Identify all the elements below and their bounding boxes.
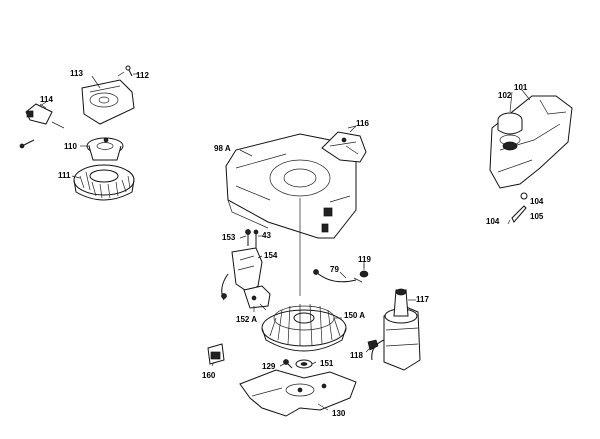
bracket-152a xyxy=(243,285,271,311)
flywheel-150a xyxy=(261,303,347,352)
label-154: 154 xyxy=(264,251,278,260)
label-104-left: 104 xyxy=(486,217,500,226)
nut-118 xyxy=(367,339,379,351)
screw-112 xyxy=(125,65,138,77)
label-112: 112 xyxy=(136,71,149,80)
label-117: 117 xyxy=(416,295,429,304)
label-102: 102 xyxy=(498,91,512,100)
nut-119 xyxy=(359,262,369,278)
part-160 xyxy=(207,343,225,365)
label-119: 119 xyxy=(358,255,371,264)
label-98a: 98 A xyxy=(214,144,231,153)
starter-motor-117 xyxy=(371,288,421,371)
label-118: 118 xyxy=(350,351,363,360)
screw-153 xyxy=(245,229,251,246)
starter-cover-116 xyxy=(321,125,367,163)
label-150a: 150 A xyxy=(344,311,365,320)
wire-79 xyxy=(313,269,363,283)
label-153: 153 xyxy=(222,233,236,242)
label-104-right: 104 xyxy=(530,197,544,206)
base-plate-130 xyxy=(239,369,357,417)
label-114: 114 xyxy=(40,95,53,104)
fastener-near-114 xyxy=(19,139,35,149)
label-151: 151 xyxy=(320,359,334,368)
washer-151 xyxy=(295,359,313,369)
label-105: 105 xyxy=(530,212,544,221)
ignition-armature-154 xyxy=(221,247,263,301)
clip-104-105 xyxy=(507,192,528,225)
primer-bulb-114 xyxy=(25,101,65,129)
label-111: 111 xyxy=(58,171,71,180)
label-160: 160 xyxy=(202,371,216,380)
blower-housing-98a xyxy=(225,133,357,239)
screw-129 xyxy=(283,359,293,369)
label-130: 130 xyxy=(332,409,346,418)
fuel-cap-102 xyxy=(497,112,523,151)
label-129: 129 xyxy=(262,362,276,371)
air-cleaner-cover-113 xyxy=(81,75,135,125)
fuel-tank-101 xyxy=(489,95,573,189)
label-110: 110 xyxy=(64,142,77,151)
foam-filter-111 xyxy=(73,164,135,201)
label-152a: 152 A xyxy=(236,315,257,324)
label-113: 113 xyxy=(70,69,83,78)
label-43: 43 xyxy=(262,231,271,240)
leader-lines xyxy=(39,71,531,411)
label-116: 116 xyxy=(356,119,369,128)
stud-43 xyxy=(253,229,259,250)
label-79: 79 xyxy=(330,265,339,274)
adapter-110 xyxy=(86,137,124,161)
label-101: 101 xyxy=(514,83,528,92)
